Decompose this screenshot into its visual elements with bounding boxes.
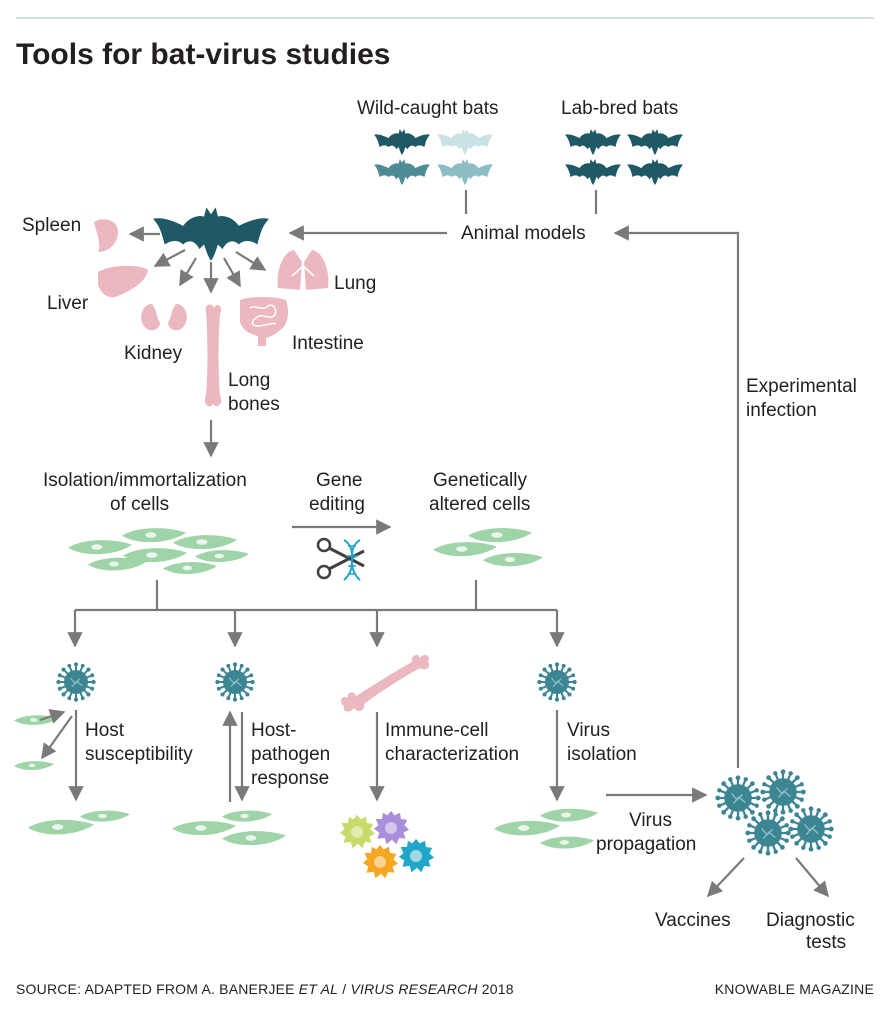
kidney-label: Kidney bbox=[124, 343, 183, 364]
altered-cells-cluster bbox=[433, 528, 543, 567]
host-pathogen-response-label: Host- pathogen response bbox=[251, 720, 336, 789]
experimental-infection-label: Experimental infection bbox=[746, 376, 862, 421]
virus-icon bbox=[56, 662, 96, 702]
vaccines-label: Vaccines bbox=[655, 910, 731, 931]
spleen-icon bbox=[94, 219, 118, 252]
virus-icon bbox=[537, 662, 577, 702]
host-susc-up-arrow bbox=[39, 709, 66, 724]
diagnostic-tests-label: Diagnostic tests bbox=[766, 910, 860, 953]
publisher-credit: KNOWABLE MAGAZINE bbox=[715, 981, 874, 997]
isolated-cells-cluster bbox=[68, 528, 249, 575]
genetically-altered-label: Genetically altered cells bbox=[429, 470, 532, 515]
intestine-label: Intestine bbox=[292, 333, 364, 354]
to-diagnostics-arrow bbox=[795, 857, 829, 898]
kidney-icon bbox=[141, 304, 187, 331]
virus-isolation-label: Virus isolation bbox=[567, 720, 637, 765]
lab-bred-bats-label: Lab-bred bats bbox=[561, 98, 678, 119]
to-vaccines-arrow bbox=[706, 857, 745, 898]
animal-models-label: Animal models bbox=[461, 223, 586, 244]
source-credit: SOURCE: ADAPTED FROM A. BANERJEE ET AL /… bbox=[16, 981, 514, 997]
branch-connector bbox=[67, 580, 565, 648]
immune-cells-cluster bbox=[339, 810, 434, 879]
gene-editing-label: Gene editing bbox=[309, 470, 368, 515]
intestine-icon bbox=[240, 297, 288, 346]
wild-caught-bats-icons bbox=[374, 129, 493, 185]
lab-bred-bats-icons bbox=[565, 129, 683, 185]
organ-arrows bbox=[128, 226, 267, 294]
virus-cluster bbox=[715, 769, 834, 856]
wild-caught-bats-label: Wild-caught bats bbox=[357, 98, 499, 119]
liver-label: Liver bbox=[47, 293, 89, 314]
long-bones-label: Long bones bbox=[228, 370, 280, 415]
scissors-dna-icon bbox=[316, 537, 365, 581]
virus-icon bbox=[215, 662, 255, 702]
lung-icon bbox=[277, 244, 329, 290]
host-path-cells bbox=[172, 810, 286, 846]
experimental-infection-arrow bbox=[613, 225, 740, 768]
host-susc-cells-bottom bbox=[28, 810, 130, 835]
virus-isolation-cells bbox=[494, 808, 598, 849]
host-susceptibility-label: Host susceptibility bbox=[85, 720, 193, 765]
long-bone-icon bbox=[204, 304, 222, 407]
lung-label: Lung bbox=[334, 273, 376, 294]
isolation-label: Isolation/immortalization of cells bbox=[43, 470, 252, 515]
spleen-label: Spleen bbox=[22, 215, 81, 236]
host-susc-down-arrow bbox=[41, 715, 73, 760]
virus-propagation-label: Virus propagation bbox=[596, 810, 696, 855]
bone-icon bbox=[341, 655, 430, 712]
liver-icon bbox=[98, 265, 148, 298]
bat-source-icon bbox=[153, 207, 269, 261]
immune-cell-label: Immune-cell characterization bbox=[385, 720, 519, 765]
host-susc-cells-left bbox=[14, 715, 58, 770]
page-title: Tools for bat-virus studies bbox=[16, 38, 391, 71]
